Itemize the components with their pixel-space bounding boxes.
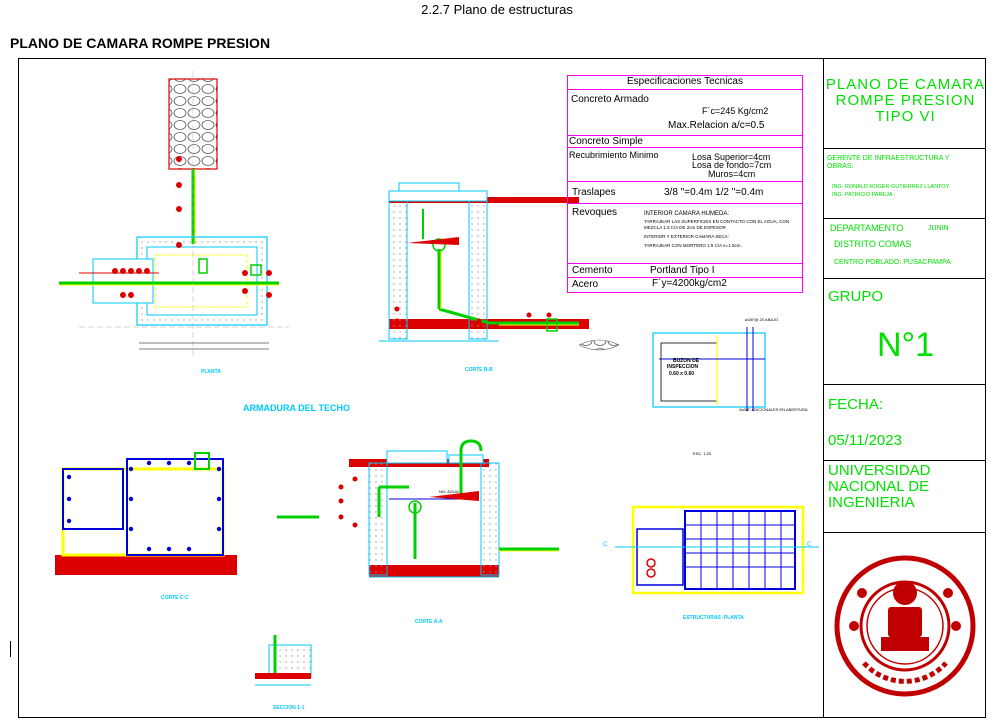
nivel-agua-label: NIV. AGUA (439, 489, 459, 494)
section-mark-c-left: C (603, 542, 608, 548)
specs-losa-superior: Losa Superior=4cm (692, 152, 771, 162)
corte-aa-view (277, 439, 559, 578)
specs-row-concreto-armado: Concreto Armado F´c=245 Kg/cm2 Max.Relac… (568, 90, 802, 136)
engineer-1: ING. RONALD ROGER GUTIERREZ LLANTOY (832, 184, 950, 190)
specs-concreto-armado: Concreto Armado (571, 94, 649, 105)
drawing-sheet: Especificaciones Tecnicas Concreto Armad… (18, 58, 986, 718)
specs-rev-1: INTERIOR CAMARA HUMEDA: (644, 211, 730, 217)
specs-row-revoques: Revoques INTERIOR CAMARA HUMEDA: TARRAJE… (568, 204, 802, 264)
cad-drawing (55, 71, 819, 686)
armadura-del-techo-label: ARMADURA DEL TECHO (243, 403, 350, 413)
specs-header: Especificaciones Tecnicas (568, 76, 802, 90)
specs-cemento: Cemento (572, 265, 613, 276)
departamento-label: DEPARTAMENTO (830, 223, 904, 233)
specs-row-traslapes: Traslapes 3/8 "=0.4m 1/2 "=0.4m (568, 182, 802, 204)
buzon-detail (652, 327, 766, 411)
grupo-label: GRUPO (828, 288, 884, 305)
corte-cc-view (55, 452, 237, 575)
caption-seccion-11: SECCION 1-1 (273, 705, 305, 711)
estructuras-planta-view (615, 505, 819, 595)
abajo-note: ø3/8"@.20 ABAJO (745, 317, 779, 322)
buzon-label-3: 0.60 x 0.60 (669, 371, 695, 377)
distrito-label: DISTRITO COMAS (834, 239, 912, 249)
specs-recubrimiento: Recubrimiento Minimo (569, 150, 659, 160)
text-cursor (10, 641, 11, 657)
section-mark-c-right: C (807, 542, 812, 548)
caption-corte-bb: CORTE B-B (465, 367, 493, 373)
specs-losa-fondo: Losa de fondo=7cm (692, 160, 772, 170)
corte-bb-view (379, 182, 620, 351)
specs-fc: F´c=245 Kg/cm2 (702, 106, 769, 116)
grupo-value: N°1 (876, 326, 935, 364)
manager-label: GERENTE DE INFRAESTRUCTURA Y OBRAS: (827, 155, 950, 170)
seal-cell (824, 533, 985, 717)
scale-note: ESC. 1:20 (693, 451, 712, 456)
specs-traslapes: Traslapes (572, 187, 616, 198)
specs-rev-4: TARRAJEAR CON MORTERO 1:5 C/A e=1.5cm. (644, 243, 742, 248)
grupo-cell: GRUPO N°1 (824, 279, 985, 385)
adicionales-note: 2ø3/8" ADICIONALES EN ABERTURA (739, 407, 808, 412)
departamento-value: JUNIN (928, 225, 949, 232)
title-block: PLANO DE CAMARA ROMPE PRESION TIPO VI GE… (823, 59, 985, 717)
document-heading: 2.2.7 Plano de estructuras (421, 2, 573, 17)
caption-corte-cc: CORTE C-C (161, 595, 189, 601)
specs-cemento-value: Portland Tipo I (650, 265, 715, 276)
drawing-title: PLANO DE CAMARA ROMPE PRESION TIPO VI (824, 59, 985, 149)
specs-row-cemento: Cemento Portland Tipo I (568, 264, 802, 278)
seccion-11-view (255, 635, 312, 686)
manager-cell: GERENTE DE INFRAESTRUCTURA Y OBRAS: ING.… (824, 149, 985, 219)
specs-acero-value: F´y=4200kg/cm2 (652, 278, 727, 289)
specs-max-relacion: Max.Relacion a/c=0.5 (668, 120, 765, 131)
caption-corte-aa: CORTE A-A (415, 619, 443, 625)
specifications-table: Especificaciones Tecnicas Concreto Armad… (567, 75, 803, 293)
specs-row-acero: Acero F´y=4200kg/cm2 (568, 278, 802, 292)
specs-rev-2: TARRAJEAR LAS SUPERFICIES EN CONTACTO CO… (644, 219, 790, 230)
plan-label: PLANO DE CAMARA ROMPE PRESION (10, 35, 271, 51)
location-cell: DEPARTAMENTO JUNIN DISTRITO COMAS CENTRO… (824, 219, 985, 279)
specs-row-concreto-simple: Concreto Simple (568, 136, 802, 148)
fecha-value: 05/11/2023 (828, 432, 902, 449)
specs-muros: Muros=4cm (708, 169, 756, 179)
specs-revoques: Revoques (572, 207, 618, 218)
caption-estructuras-planta: ESTRUCTURAS -PLANTA (683, 615, 744, 621)
centro-poblado-label: CENTRO POBLADO: PUSACPAMPA (834, 259, 951, 266)
engineer-2: ING. PATRICIO PAREJA (832, 192, 893, 198)
caption-planta: PLANTA (201, 369, 221, 375)
planta-view (59, 71, 289, 359)
university-name: UNIVERSIDAD NACIONAL DE INGENIERIA (824, 461, 985, 533)
specs-row-recubrimiento: Recubrimiento Minimo Losa Superior=4cm L… (568, 148, 802, 182)
fecha-cell: FECHA: 05/11/2023 (824, 385, 985, 461)
specs-acero: Acero (572, 279, 599, 290)
university-seal-logo (834, 555, 976, 697)
specs-rev-3: INTERIOR Y EXTERIOR CAMARA SECA: (644, 234, 729, 239)
fecha-label: FECHA: (828, 396, 884, 413)
buzon-label-2: INSPECCION (667, 364, 699, 370)
specs-traslapes-value: 3/8 "=0.4m 1/2 "=0.4m (664, 187, 764, 198)
buzon-label-1: BUZON DE (673, 358, 700, 364)
specs-concreto-simple: Concreto Simple (569, 136, 643, 147)
